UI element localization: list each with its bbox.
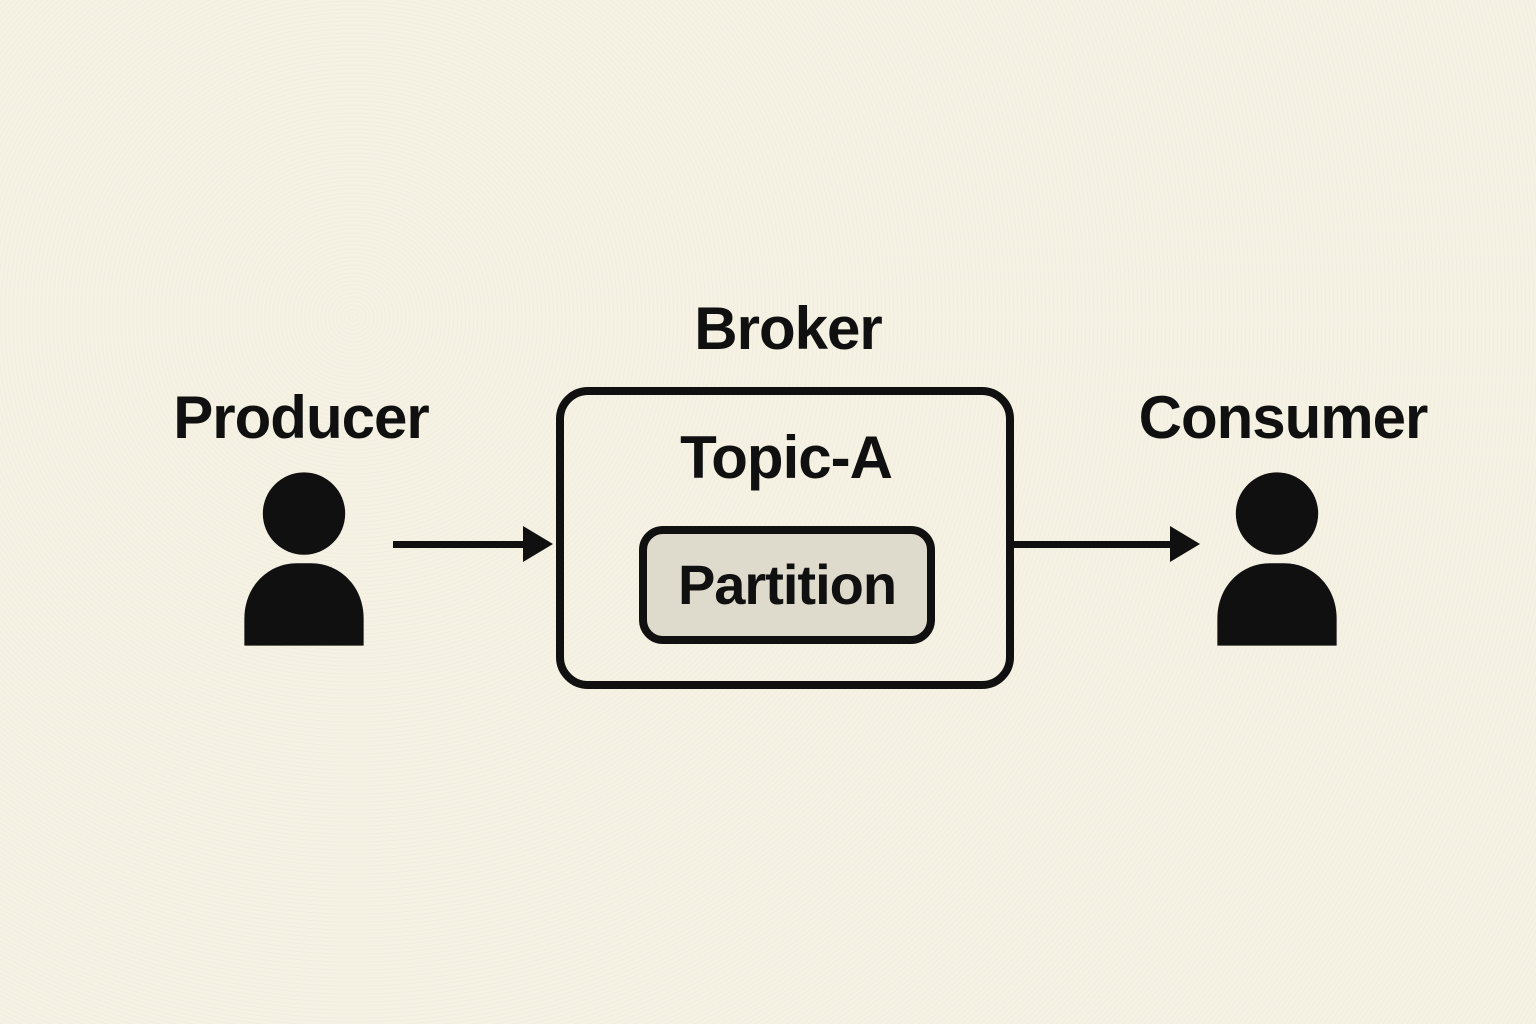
broker-box [556,387,1014,689]
consumer-label: Consumer [1138,384,1429,451]
arrow-shaft [393,540,523,548]
consumer-person-icon [1206,470,1348,648]
producer-person-icon [233,470,375,648]
arrow-broker-to-consumer-icon [1010,526,1200,562]
arrow-producer-to-broker-icon [393,526,553,562]
arrow-head [523,526,553,562]
broker-label: Broker [694,295,882,362]
partition-box: Partition [639,526,935,644]
arrow-shaft [1010,540,1170,548]
arrow-head [1170,526,1200,562]
partition-label: Partition [677,553,897,616]
producer-label: Producer [173,384,429,451]
topic-label: Topic-A [680,424,893,491]
